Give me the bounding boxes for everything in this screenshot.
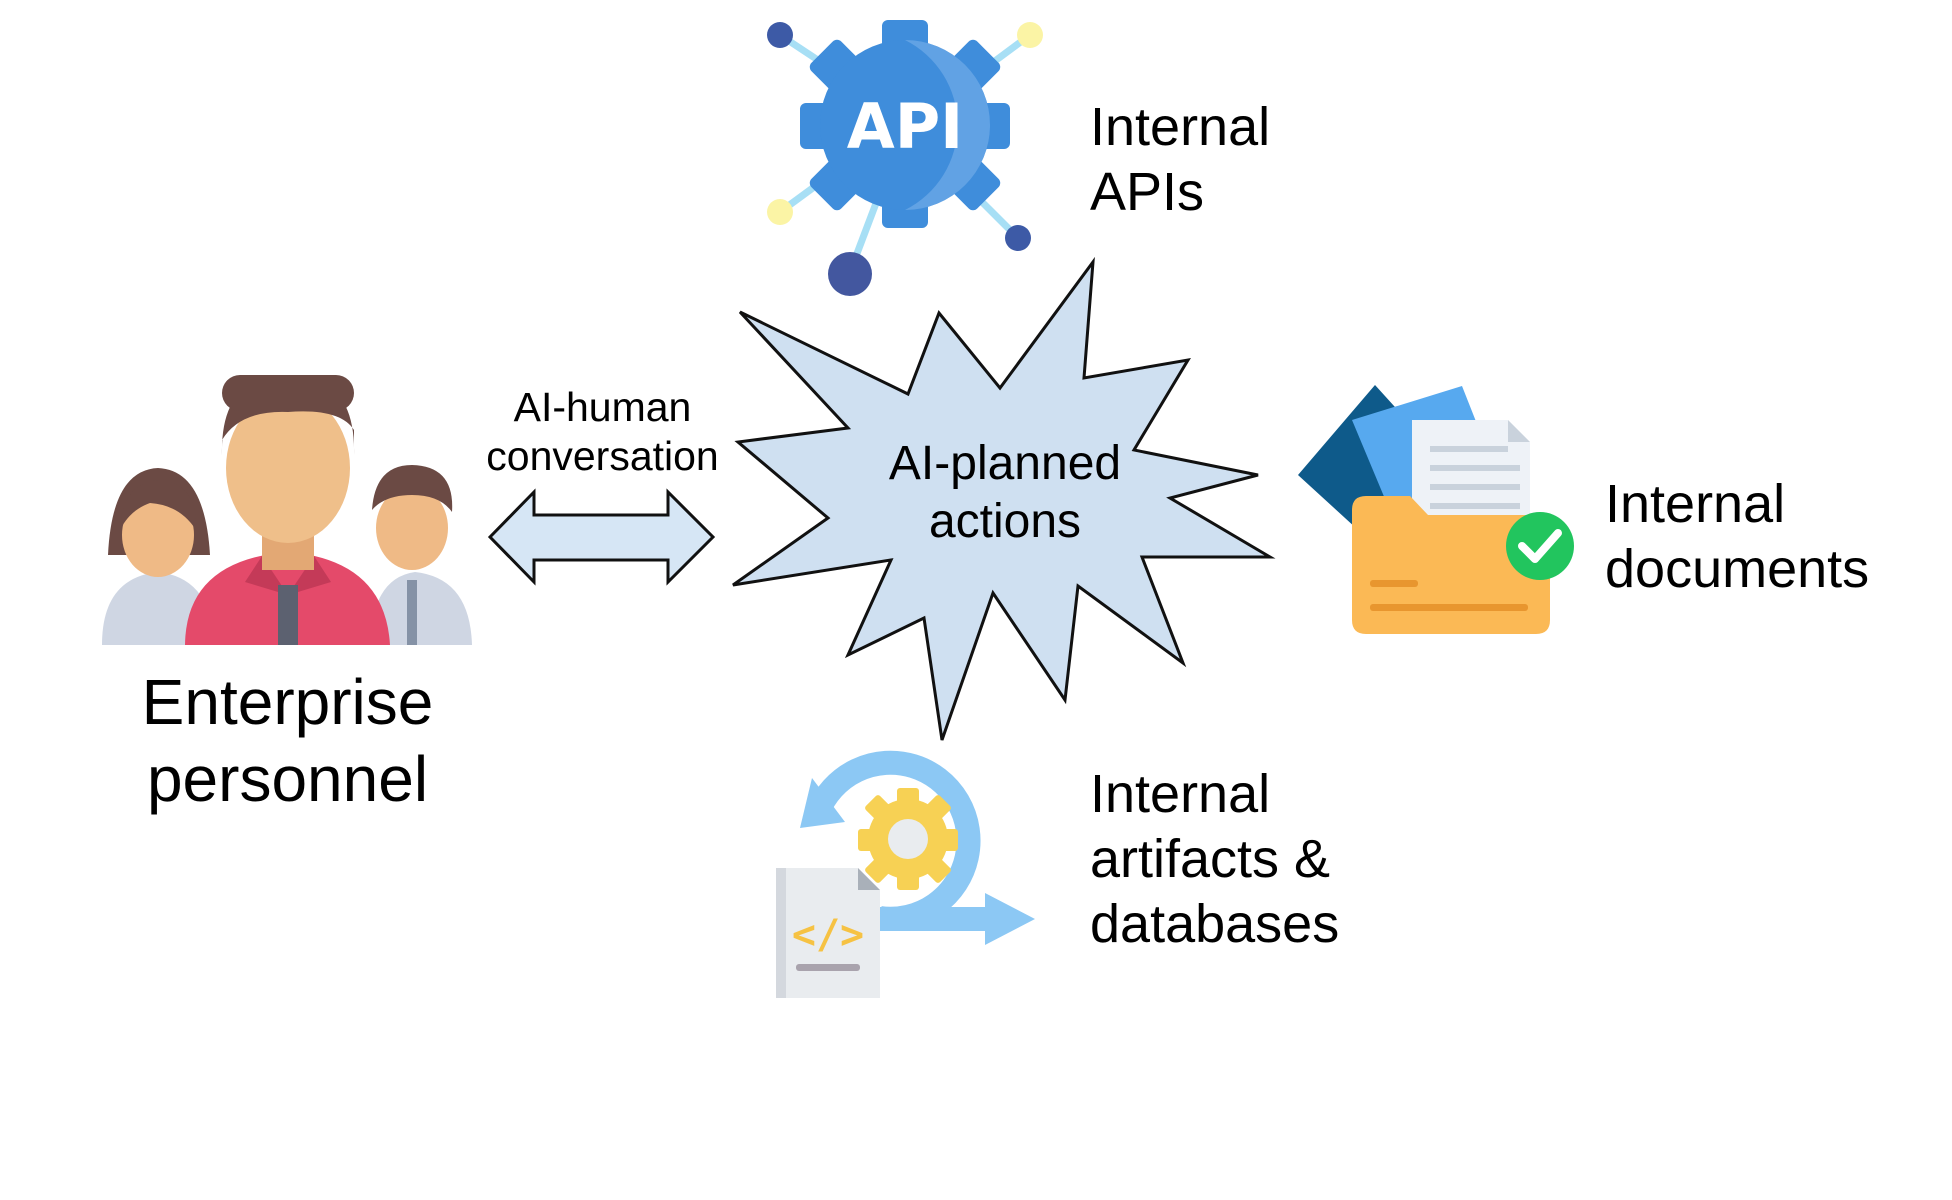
- label-line: artifacts &: [1090, 828, 1331, 889]
- label-line: documents: [1605, 538, 1870, 599]
- label-line: personnel: [146, 742, 429, 815]
- label-line: Internal: [1090, 97, 1271, 157]
- label-line: conversation: [486, 433, 719, 480]
- code-file-cycle-icon: </>: [776, 750, 1035, 998]
- node-label-documents: Internal documents: [1605, 472, 1869, 602]
- label-line: Internal: [1605, 474, 1786, 534]
- api-gear-icon: API: [767, 20, 1043, 296]
- api-badge-text: API: [847, 90, 964, 163]
- double-arrow-icon: [487, 488, 716, 586]
- label-line: Internal: [1090, 764, 1271, 824]
- node-label-artifacts: Internal artifacts & databases: [1090, 762, 1339, 956]
- people-group-icon: [102, 375, 472, 645]
- starburst-icon: [732, 256, 1276, 741]
- node-label-actions: AI-planned actions: [860, 435, 1150, 550]
- node-label-personnel: Enterprise personnel: [120, 664, 455, 818]
- node-label-conversation: AI-human conversation: [470, 383, 735, 481]
- label-line: AI-planned: [888, 437, 1122, 490]
- node-label-apis: Internal APIs: [1090, 95, 1270, 225]
- folder-documents-icon: [1298, 385, 1574, 634]
- label-line: databases: [1090, 893, 1340, 954]
- code-badge-text: </>: [792, 912, 864, 958]
- label-line: Enterprise: [141, 666, 434, 738]
- label-line: APIs: [1090, 161, 1205, 222]
- label-line: AI-human: [513, 384, 692, 430]
- label-line: actions: [928, 494, 1082, 548]
